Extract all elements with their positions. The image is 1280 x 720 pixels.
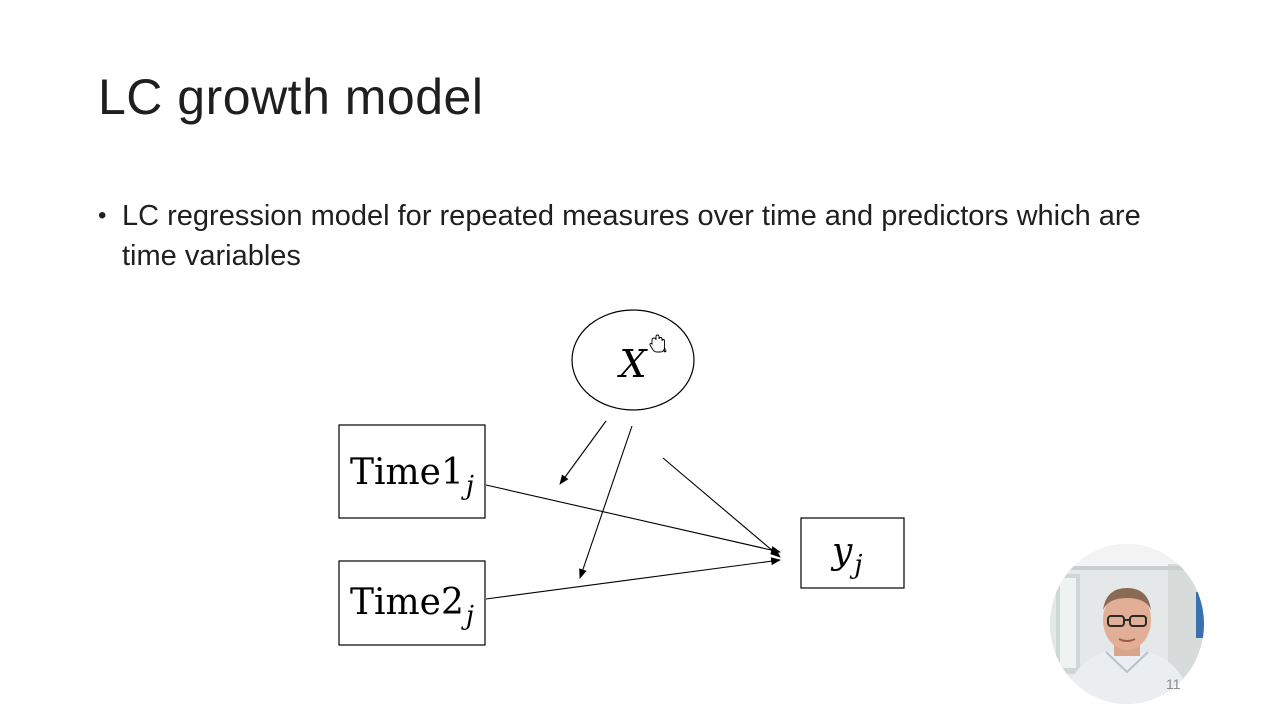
node-time2-label: Time2 xyxy=(350,582,464,623)
svg-text:Time1j: Time1j xyxy=(350,452,474,501)
bullet-item: • LC regression model for repeated measu… xyxy=(98,196,1198,276)
arrow-x-to-y xyxy=(662,457,781,558)
latent-ellipse xyxy=(571,309,695,411)
arrow-x-to-time2-path xyxy=(579,425,633,579)
node-time1-box xyxy=(338,424,486,519)
svg-text:Time2j: Time2j xyxy=(350,582,474,631)
node-y-label: y xyxy=(830,531,853,572)
latent-label: X xyxy=(616,342,648,386)
svg-text:yj: yj xyxy=(830,531,862,580)
slide-title: LC growth model xyxy=(98,69,484,125)
hand-cursor-icon xyxy=(649,334,667,353)
node-time2-box xyxy=(338,560,486,646)
node-y: yj xyxy=(800,517,905,589)
arrow-time1-to-y xyxy=(485,484,781,554)
arrow-time2-to-y xyxy=(485,557,781,600)
bullet-text: LC regression model for repeated measure… xyxy=(122,200,1141,272)
slide-number: 11 xyxy=(1166,676,1181,692)
node-time1-label: Time1 xyxy=(350,452,464,493)
node-time2: Time2j xyxy=(338,560,486,646)
bullet-marker: • xyxy=(98,202,107,229)
node-time1: Time1j xyxy=(338,424,486,519)
latent-node-x: X xyxy=(571,309,695,411)
node-y-box xyxy=(800,517,905,589)
arrow-x-to-time1-path xyxy=(559,420,607,485)
